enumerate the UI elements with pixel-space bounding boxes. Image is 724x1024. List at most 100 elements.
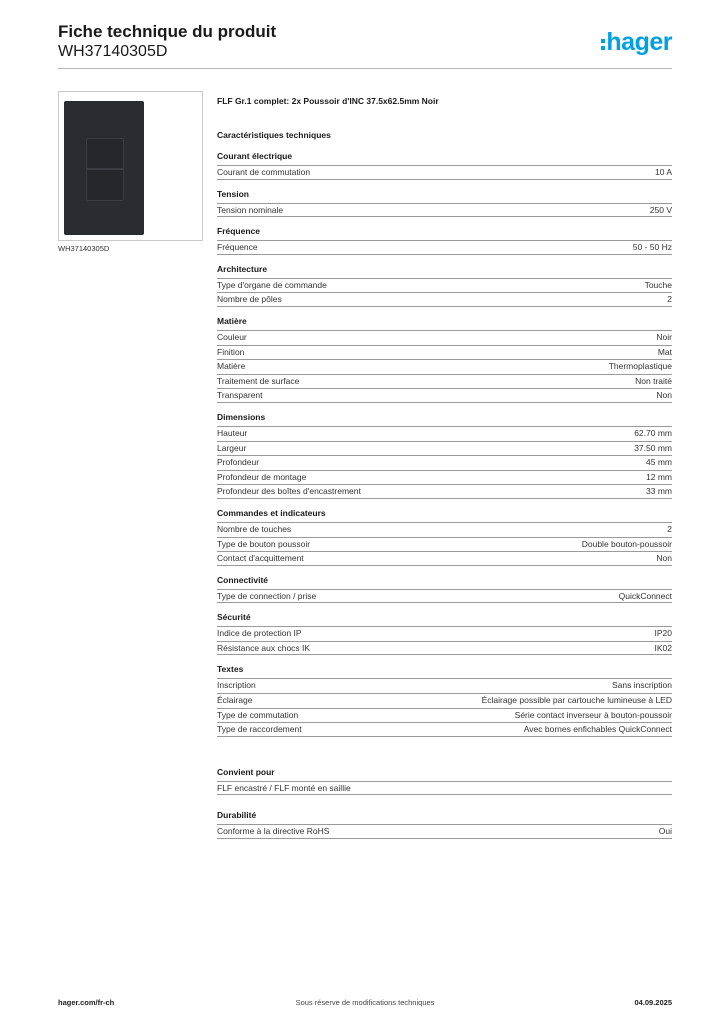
- spec-row: Type de bouton poussoir Double bouton-pou…: [217, 536, 672, 552]
- section-title: Commandes et indicateurs: [217, 507, 326, 518]
- spec-value: 45 mm: [646, 457, 672, 468]
- section-title: Textes: [217, 664, 244, 675]
- section-title: Sécurité: [217, 612, 251, 623]
- spec-value: Touche: [644, 279, 672, 290]
- spec-value: 2: [667, 294, 672, 305]
- spec-label: Couleur: [217, 331, 247, 342]
- durability-title: Durabilité: [217, 810, 257, 821]
- spec-label: Indice de protection IP: [217, 628, 302, 639]
- product-reference: WH37140305D: [58, 43, 168, 60]
- spec-label: Traitement de surface: [217, 375, 300, 386]
- footer-disclaimer: Sous réserve de modifications techniques: [295, 998, 435, 1007]
- upper-button-graphic: [86, 138, 124, 169]
- spec-label: FLF encastré / FLF monté en saillie: [217, 782, 351, 793]
- product-image: [58, 91, 203, 241]
- spec-value: Sans inscription: [611, 680, 672, 691]
- lower-button-graphic: [86, 169, 124, 201]
- spec-value: Non traité: [635, 375, 672, 386]
- suitable-title: Convient pour: [217, 766, 275, 777]
- suitable-section: Convient pour FLF encastré / FLF monté e…: [217, 767, 672, 796]
- durability-section: Durabilité Conforme à la directive RoHS …: [217, 810, 672, 840]
- spec-row: Nombre de touches 2: [217, 521, 672, 537]
- spec-value: 33 mm: [646, 486, 672, 497]
- spec-row: Nombre de pôles 2: [217, 292, 672, 307]
- spec-value: IK02: [654, 642, 673, 653]
- hager-logo: hager: [601, 28, 672, 57]
- spec-label: Résistance aux chocs IK: [217, 642, 311, 653]
- spec-label: Profondeur: [217, 457, 260, 468]
- footer-date: 04.09.2025: [634, 998, 672, 1007]
- spec-value: 50 - 50 Hz: [632, 242, 672, 253]
- spec-value: Mat: [657, 346, 672, 357]
- spec-value: Éclairage possible par cartouche lumineu…: [481, 695, 672, 706]
- spec-row: Résistance aux chocs IK IK02: [217, 640, 673, 656]
- spec-row: Profondeur des boîtes d'encastrement 33 m…: [217, 484, 672, 499]
- spec-label: Conforme à la directive RoHS: [217, 826, 330, 837]
- spec-value: Avec bornes enfichables QuickConnect: [523, 724, 672, 735]
- spec-row: Couleur Noir: [217, 329, 672, 345]
- spec-label: Éclairage: [217, 695, 253, 706]
- spec-label: Nombre de pôles: [217, 294, 282, 305]
- header-divider: [58, 68, 672, 69]
- document-title: Fiche technique du produit: [58, 22, 277, 41]
- image-caption: WH37140305D: [58, 244, 110, 253]
- spec-label: Largeur: [217, 442, 247, 453]
- spec-row: Profondeur 45 mm: [217, 455, 672, 470]
- spec-label: Profondeur des boîtes d'encastrement: [217, 486, 361, 497]
- spec-label: Hauteur: [217, 427, 248, 438]
- spec-label: Type de bouton poussoir: [217, 538, 311, 549]
- logo-dots-icon: [601, 39, 606, 50]
- footer-website: hager.com/fr-ch: [58, 998, 115, 1007]
- section-title: Matière: [217, 315, 247, 326]
- section-title: Tension: [217, 188, 249, 199]
- spec-value: Oui: [658, 826, 672, 837]
- spec-label: Type de connection / prise: [217, 590, 317, 601]
- tech-heading: Caractéristiques techniques: [217, 130, 331, 140]
- switch-plate-graphic: [64, 101, 144, 235]
- spec-row: FLF encastré / FLF monté en saillie: [217, 780, 672, 796]
- spec-row: Traitement de surface Non traité: [217, 373, 672, 389]
- section-title: Courant électrique: [217, 151, 293, 161]
- spec-value: Série contact inverseur à bouton-poussoi…: [514, 709, 672, 720]
- section-title: Dimensions: [217, 411, 266, 422]
- spec-label: Type de raccordement: [217, 724, 302, 735]
- spec-label: Finition: [217, 346, 245, 357]
- spec-row: Indice de protection IP IP20: [217, 626, 672, 641]
- spec-value: Double bouton-poussoir: [581, 538, 672, 549]
- spec-value: 37.50 mm: [634, 442, 672, 453]
- section-title: Fréquence: [217, 226, 260, 237]
- spec-value: 2: [667, 523, 672, 534]
- logo-text: hager: [606, 28, 672, 56]
- spec-value: 12 mm: [646, 471, 672, 482]
- spec-row: Finition Mat: [217, 344, 672, 360]
- spec-label: Courant de commutation: [217, 167, 311, 177]
- spec-label: Contact d'acquittement: [217, 553, 304, 564]
- spec-value: Noir: [656, 331, 672, 342]
- spec-value: 10 A: [654, 167, 672, 177]
- page-header: Fiche technique du produit WH37140305D h…: [58, 22, 672, 61]
- spec-row: Courant de commutation 10 A: [217, 165, 672, 180]
- spec-content: FLF Gr.1 complet: 2x Poussoir d'INC 37.5…: [217, 95, 672, 848]
- section-title: Connectivité: [217, 574, 269, 585]
- spec-value: IP20: [654, 628, 673, 639]
- spec-value: Thermoplastique: [608, 361, 672, 372]
- spec-row: Conforme à la directive RoHS Oui: [217, 824, 672, 840]
- spec-label: Nombre de touches: [217, 523, 292, 534]
- product-name: FLF Gr.1 complet: 2x Poussoir d'INC 37.5…: [217, 96, 439, 106]
- spec-label: Tension nominale: [217, 204, 284, 215]
